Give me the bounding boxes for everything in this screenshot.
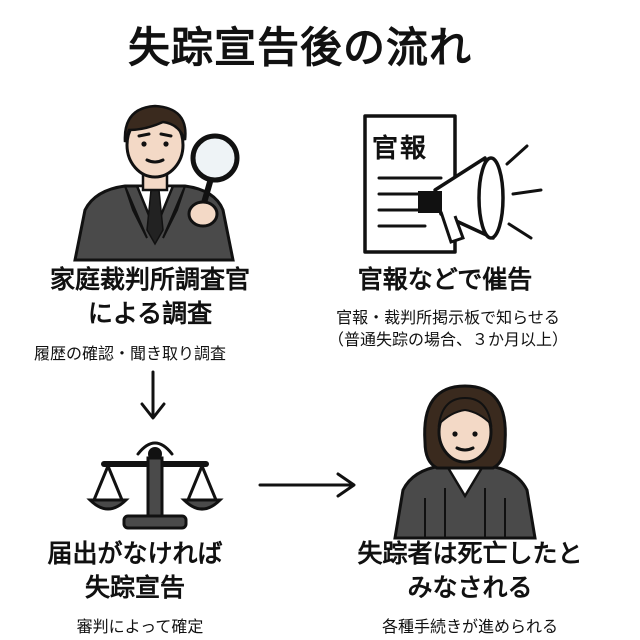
arrow-right-icon — [258, 472, 356, 498]
scales-icon — [86, 441, 224, 530]
gazette-megaphone-icon — [363, 114, 543, 254]
step-2-note: 官報・裁判所掲示板で知らせる （普通失踪の場合、３か月以上） — [293, 307, 603, 352]
step-3-heading-line2: 失踪宣告 — [84, 573, 185, 602]
step-4-heading-line2: みなされる — [407, 573, 533, 602]
gazette-document-label: 官報 — [372, 134, 429, 164]
step-1-note: 履歴の確認・聞き取り調査 — [33, 344, 226, 363]
arrow-down-icon — [140, 370, 166, 420]
investigator-magnifier-icon — [73, 104, 240, 262]
step-4-heading: 失踪者は死亡したと みなされる — [320, 537, 620, 605]
step-4-note: 各種手続きが進められる — [381, 617, 558, 636]
step-1-heading-line1: 家庭裁判所調査官 — [49, 265, 250, 294]
step-1-heading-line2: による調査 — [87, 299, 213, 328]
judge-woman-icon — [393, 384, 537, 540]
step-3-note: 審判によって確定 — [76, 617, 204, 636]
step-1-heading: 家庭裁判所調査官 による調査 — [15, 263, 285, 331]
step-2-note-line2: （普通失踪の場合、３か月以上） — [327, 330, 568, 350]
step-4-heading-line1: 失踪者は死亡したと — [357, 539, 583, 568]
step-3-heading-line1: 届出がなければ — [47, 539, 223, 568]
page-title: 失踪宣告後の流れ — [127, 23, 472, 72]
step-2-note-line1: 官報・裁判所掲示板で知らせる — [336, 308, 560, 327]
step-3-heading: 届出がなければ 失踪宣告 — [0, 537, 270, 605]
step-2-heading: 官報などで催告 — [357, 265, 533, 294]
